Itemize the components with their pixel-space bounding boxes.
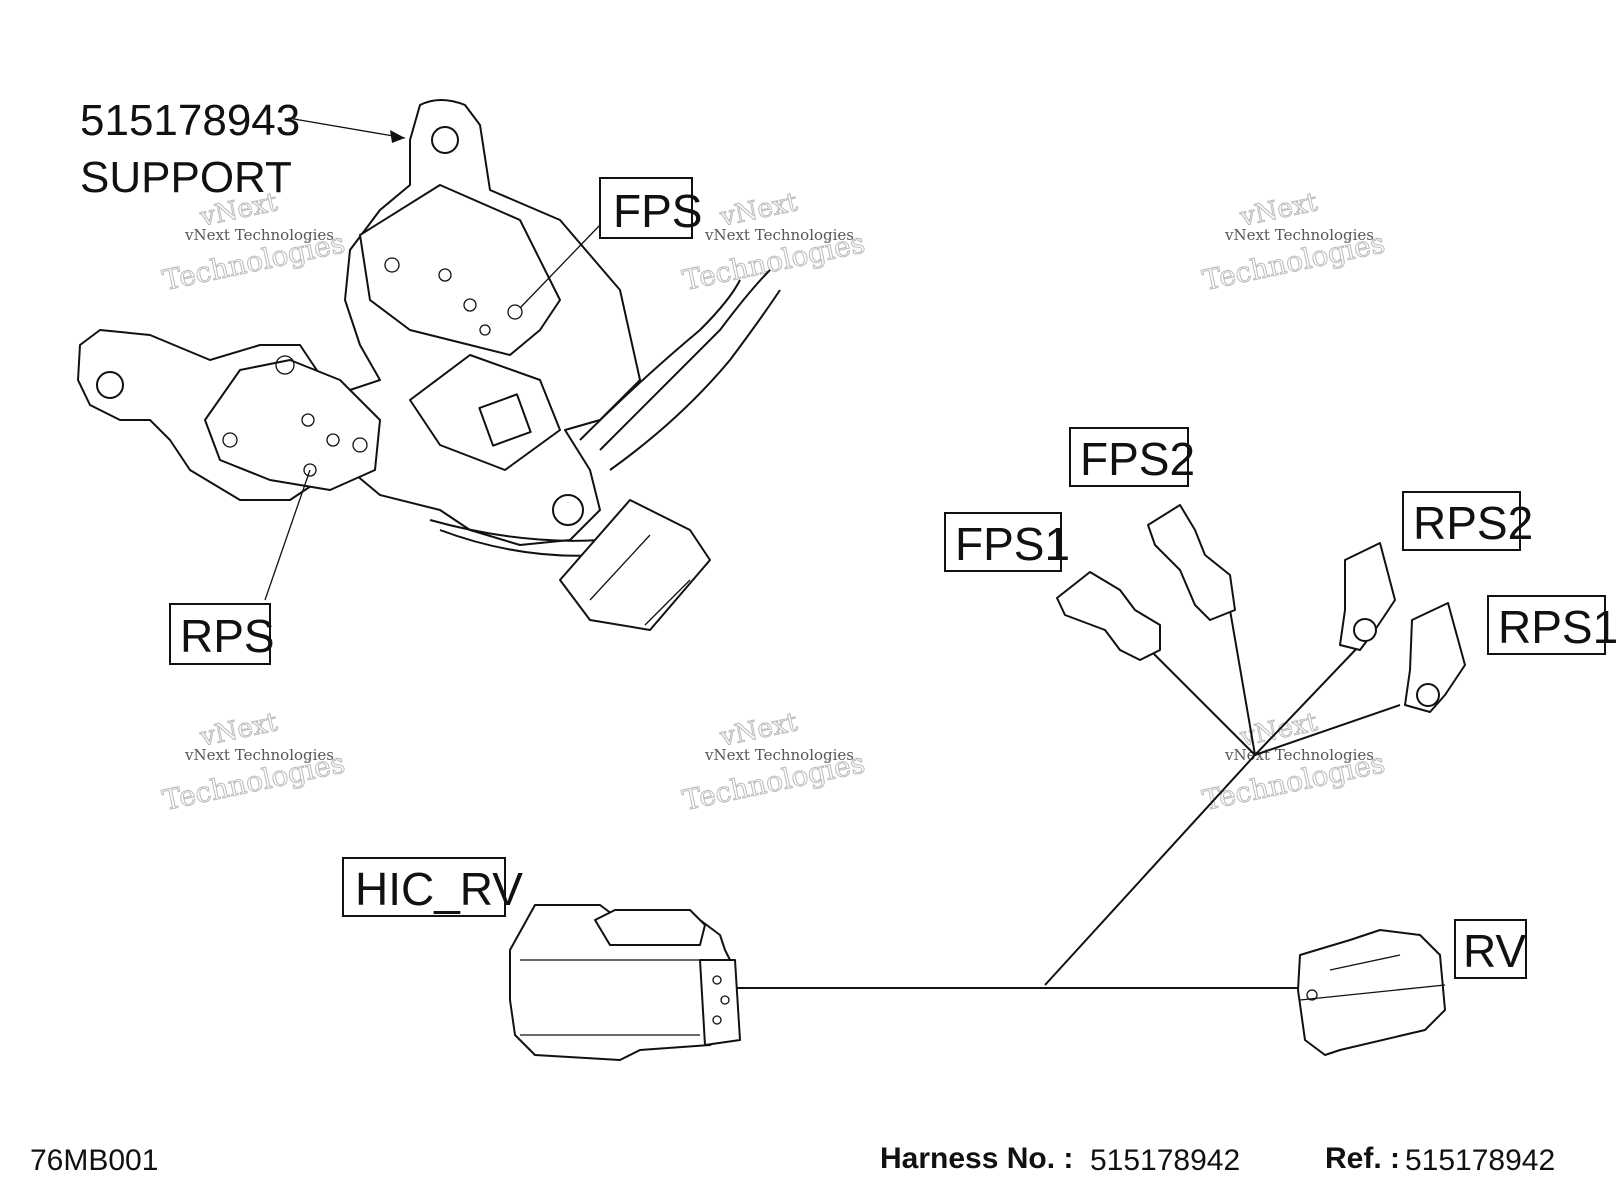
watermark-text: vNext Technologies bbox=[184, 746, 334, 764]
switch-pin bbox=[479, 324, 491, 336]
switch-pin bbox=[438, 268, 452, 282]
switch-pin bbox=[275, 355, 295, 375]
fps-leader-line bbox=[519, 224, 601, 309]
watermark-text: vNext Technologies bbox=[184, 226, 334, 244]
hic-rv-latch bbox=[594, 909, 706, 946]
rps-label-box bbox=[169, 603, 271, 665]
switch-pin bbox=[326, 433, 340, 447]
switch-center-mark bbox=[303, 463, 317, 477]
wire-trunk bbox=[1044, 754, 1256, 986]
rv-connector bbox=[1297, 929, 1446, 1056]
ref-label: Ref. : bbox=[1325, 1142, 1400, 1175]
rv-label: RV bbox=[1463, 925, 1526, 977]
part-number: 515178943 bbox=[80, 96, 300, 145]
fps-label: FPS bbox=[613, 185, 702, 237]
hic-rv-label-box bbox=[342, 857, 506, 917]
switch-pin bbox=[222, 432, 238, 448]
hic-rv-pin bbox=[720, 995, 730, 1005]
switch-pin bbox=[463, 298, 477, 312]
fps2-label: FPS2 bbox=[1080, 433, 1195, 485]
hic-rv-connector bbox=[509, 904, 741, 1061]
rv-pin bbox=[1306, 989, 1318, 1001]
watermark-group: vNext vNext Technologies Technologies vN… bbox=[159, 187, 1388, 818]
watermark-text: vNext Technologies bbox=[1224, 746, 1374, 764]
rps1-label-box bbox=[1487, 595, 1606, 655]
support-bracket-assembly bbox=[77, 99, 781, 631]
rps2-label: RPS2 bbox=[1413, 497, 1533, 549]
rv-detail bbox=[1299, 984, 1446, 1001]
rps2-label-box bbox=[1402, 491, 1521, 551]
drawing-code: 76MB001 bbox=[30, 1144, 158, 1177]
hic-rv-pin bbox=[712, 1015, 722, 1025]
bracket-mount-hole bbox=[431, 126, 459, 154]
connector-detail bbox=[644, 579, 691, 626]
wire-fps2 bbox=[1229, 609, 1256, 756]
bracket-wire bbox=[599, 269, 771, 451]
switch-center-mark bbox=[507, 304, 523, 320]
watermark-text: vNext Technologies bbox=[1224, 226, 1374, 244]
fps2-label-box bbox=[1069, 427, 1189, 487]
bracket-wire bbox=[579, 279, 741, 441]
fps-switch-body bbox=[359, 184, 561, 356]
wire-rps2 bbox=[1254, 644, 1361, 756]
rps-label: RPS bbox=[180, 610, 275, 662]
switch-pin bbox=[384, 257, 400, 273]
bracket-mount-hole bbox=[552, 494, 584, 526]
bracket-wire bbox=[429, 519, 601, 542]
wire-rps1 bbox=[1254, 704, 1401, 756]
connector-detail bbox=[589, 534, 651, 601]
wire-fps1 bbox=[1149, 649, 1256, 756]
rv-label-box bbox=[1454, 919, 1527, 979]
watermark-text: vNext Technologies bbox=[704, 226, 854, 244]
callout-arrowhead bbox=[390, 130, 405, 143]
rps-leader-line bbox=[264, 469, 311, 601]
rps1-terminal bbox=[1404, 602, 1466, 713]
watermark-text: vNext Technologies bbox=[704, 746, 854, 764]
harness-wiring bbox=[735, 609, 1401, 989]
harness-number-label: Harness No. : bbox=[880, 1142, 1073, 1175]
hic-rv-face bbox=[699, 959, 741, 1046]
fps1-terminal bbox=[1056, 571, 1161, 661]
callout-leader-line bbox=[287, 117, 406, 139]
rv-detail bbox=[1329, 954, 1401, 971]
harness-number-value: 515178942 bbox=[1090, 1144, 1240, 1177]
switch-pin bbox=[301, 413, 315, 427]
hic-rv-label: HIC_RV bbox=[355, 863, 523, 915]
bracket-square-hole bbox=[478, 393, 532, 447]
fps-label-box bbox=[599, 177, 693, 239]
fps1-label: FPS1 bbox=[955, 518, 1070, 570]
switch-pin bbox=[352, 437, 368, 453]
rps-switch-body bbox=[204, 359, 381, 491]
bracket-mount-hole bbox=[96, 371, 124, 399]
hic-rv-pin bbox=[712, 975, 722, 985]
fps2-terminal bbox=[1147, 504, 1236, 621]
rps2-terminal-barrel bbox=[1353, 618, 1377, 642]
fps1-label-box bbox=[944, 512, 1062, 572]
rps1-terminal-barrel bbox=[1416, 683, 1440, 707]
part-name: SUPPORT bbox=[80, 153, 292, 202]
bracket-wire bbox=[609, 289, 781, 471]
ref-value: 515178942 bbox=[1405, 1144, 1555, 1177]
rps1-label: RPS1 bbox=[1498, 601, 1618, 653]
